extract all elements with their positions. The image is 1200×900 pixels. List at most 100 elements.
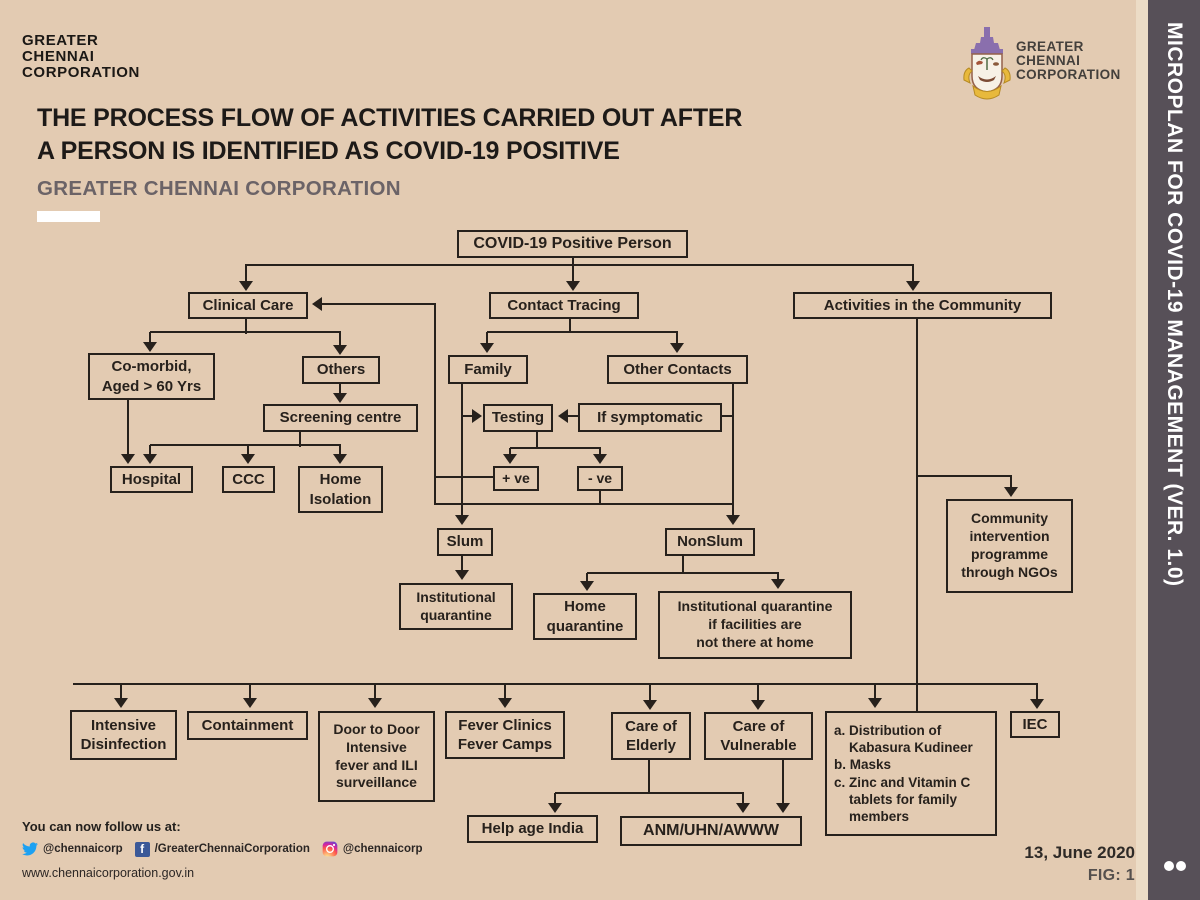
flow-node-clinical-care: Clinical Care [188,292,308,319]
flow-connector-line [150,331,341,333]
sidebar-dot-icon [1164,861,1174,871]
flow-arrowhead-icon [121,454,135,464]
flow-connector-line [509,448,511,455]
flow-node-positive: + ve [493,466,539,491]
sidebar-dot-icon [1176,861,1186,871]
flow-connector-line [917,475,1012,477]
flow-node-care-of-vulnerable: Care of Vulnerable [704,712,813,760]
flow-node-ngo-programme: Community intervention programme through… [946,499,1073,593]
flow-connector-line [150,444,341,446]
flow-node-institutional-quarantine: Institutional quarantine [399,583,513,630]
twitter-icon [22,841,38,857]
flow-connector-line [434,503,734,505]
flow-arrowhead-icon [558,409,568,423]
social-row: @chennaicorp f /GreaterChennaiCorporatio… [22,841,434,857]
flow-connector-line [732,504,734,515]
figure-label: FIG: 1 [1087,867,1135,884]
flow-node-ccc: CCC [222,466,275,493]
flow-connector-line [510,447,601,449]
flow-node-other-contacts: Other Contacts [607,355,748,384]
flow-arrowhead-icon [670,343,684,353]
flow-arrowhead-icon [593,454,607,464]
flow-node-covid: COVID-19 Positive Person [457,230,688,258]
flow-connector-line [374,684,376,699]
flow-connector-line [461,504,463,515]
twitter-handle: @chennaicorp [43,843,123,855]
page-title: THE PROCESS FLOW OF ACTIVITIES CARRIED O… [37,102,742,168]
flow-node-institutional-quarantine-if: Institutional quarantine if facilities a… [658,591,852,659]
flow-node-distribution-list: a. Distribution of Kabasura Kudineer b. … [825,711,997,836]
flow-connector-line [742,793,744,804]
flow-arrowhead-icon [498,698,512,708]
flow-arrowhead-icon [455,570,469,580]
flow-arrowhead-icon [868,698,882,708]
flow-arrowhead-icon [455,515,469,525]
flow-node-testing: Testing [483,404,553,432]
flow-arrowhead-icon [1004,487,1018,497]
flow-node-screening-centre: Screening centre [263,404,418,432]
flow-connector-line [339,445,341,454]
flow-connector-line [916,319,918,711]
flow-connector-line [339,384,341,395]
flow-arrowhead-icon [580,581,594,591]
flow-arrowhead-icon [312,297,322,311]
flow-connector-line [245,264,914,266]
flow-connector-line [435,476,493,478]
title-line-1: THE PROCESS FLOW OF ACTIVITIES CARRIED O… [37,104,743,132]
flow-arrowhead-icon [243,698,257,708]
gcc-seal-icon [960,26,1014,109]
seal-caption-line: CHENNAI [1016,53,1081,68]
flow-node-hospital: Hospital [110,466,193,493]
flow-arrowhead-icon [906,281,920,291]
flow-connector-line [434,304,436,505]
flow-connector-line [782,760,784,804]
flow-node-family: Family [448,355,528,384]
gcc-wordmark: GREATER CHENNAI CORPORATION [22,33,140,81]
flow-connector-line [314,303,436,305]
flow-node-home-quarantine: Home quarantine [533,593,637,640]
flow-node-if-symptomatic: If symptomatic [578,403,722,432]
flow-connector-line [587,572,779,574]
flow-connector-line [599,491,601,505]
instagram-handle: @chennaicorp [342,843,423,855]
flow-node-home-isolation: Home Isolation [298,466,383,513]
flow-arrowhead-icon [643,700,657,710]
flow-connector-line [486,332,488,344]
instagram-icon [322,841,338,857]
flow-node-others: Others [302,356,380,384]
flow-arrowhead-icon [472,409,482,423]
seal-caption: GREATER CHENNAI CORPORATION [1016,40,1121,82]
facebook-icon: f [134,841,150,857]
flow-connector-line [562,415,578,417]
flow-connector-line [732,384,734,505]
flow-node-containment: Containment [187,711,308,740]
flow-node-door-to-door: Door to Door Intensive fever and ILI sur… [318,711,435,802]
flow-node-intensive-disinfection: Intensive Disinfection [70,710,177,760]
flow-node-contact-tracing: Contact Tracing [489,292,639,319]
flow-node-negative: - ve [577,466,623,491]
flow-arrowhead-icon [726,515,740,525]
flow-connector-line [757,684,759,700]
flow-connector-line [599,448,601,455]
flow-connector-line [73,683,1038,685]
flow-connector-line [245,319,247,334]
sidebar: MICROPLAN FOR COVID-19 MANAGEMENT (VER. … [1148,0,1200,900]
flow-connector-line [149,445,151,454]
seal-caption-line: GREATER [1016,39,1084,54]
flow-node-comorbid: Co-morbid, Aged > 60 Yrs [88,353,215,400]
flow-connector-line [682,556,684,574]
flow-arrowhead-icon [333,393,347,403]
flow-connector-line [572,265,574,281]
flow-connector-line [461,384,463,505]
wordmark-line: GREATER [22,32,99,49]
flow-arrowhead-icon [771,579,785,589]
flow-arrowhead-icon [333,345,347,355]
sidebar-light-strip [1136,0,1148,900]
flow-connector-line [648,760,650,794]
website-url: www.chennaicorporation.gov.in [22,866,195,880]
flow-connector-line [127,400,129,454]
flow-arrowhead-icon [566,281,580,291]
title-line-2: A PERSON IS IDENTIFIED AS COVID-19 POSIT… [37,137,620,165]
flow-arrowhead-icon [751,700,765,710]
flow-connector-line [572,257,574,267]
